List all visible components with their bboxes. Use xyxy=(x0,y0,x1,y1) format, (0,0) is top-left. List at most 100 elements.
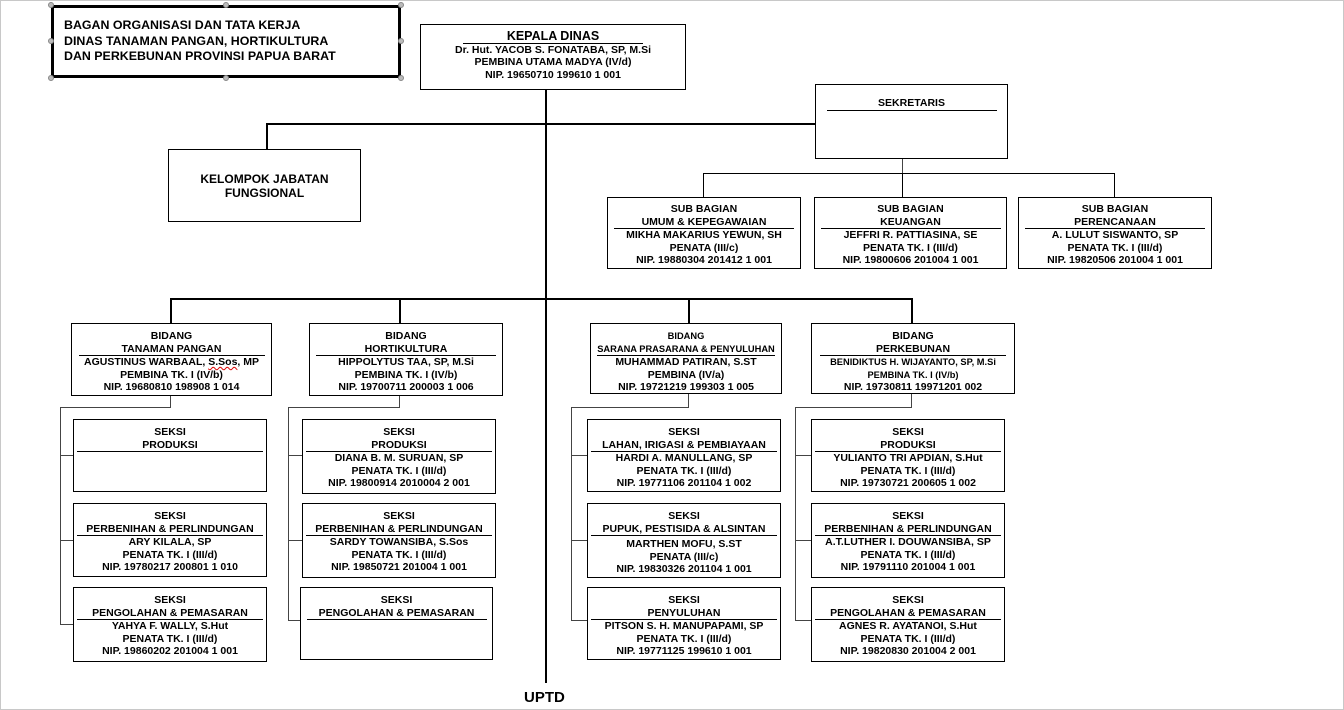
seksi-c1-vertical xyxy=(60,407,61,625)
seksi-unit: PRODUKSI xyxy=(306,439,492,453)
seksi-rank: PENATA TK. I (III/d) xyxy=(636,464,732,477)
seksi-pengolahan-box[interactable]: SEKSI PENGOLAHAN & PEMASARAN AGNES R. AY… xyxy=(811,587,1005,662)
subbagian-rank: PENATA TK. I (III/d) xyxy=(1067,241,1163,254)
seksi-nip: NIP. 19820830 201004 2 001 xyxy=(840,645,976,658)
seksi-label: SEKSI xyxy=(154,426,186,438)
kepala-heading: KEPALA DINAS xyxy=(463,30,643,44)
subbagian-rank: PENATA TK. I (III/d) xyxy=(863,241,958,254)
seksi-pengolahan-box[interactable]: SEKSI PENGOLAHAN & PEMASARAN YAHYA F. WA… xyxy=(73,587,267,662)
seksi-nip: NIP. 19850721 201004 1 001 xyxy=(331,561,467,574)
bidang-name: HIPPOLYTUS TAA, SP, M.Si xyxy=(338,356,474,369)
seksi-c4-top xyxy=(795,407,912,408)
bidang-drop-1 xyxy=(170,298,172,324)
kepala-dinas-box[interactable]: KEPALA DINAS Dr. Hut. YACOB S. FONATABA,… xyxy=(420,24,686,90)
resize-handle[interactable] xyxy=(223,75,229,81)
subbagian-name: A. LULUT SISWANTO, SP xyxy=(1051,229,1179,242)
seksi-perbenihan-box[interactable]: SEKSI PERBENIHAN & PERLINDUNGAN SARDY TO… xyxy=(302,503,496,578)
seksi-pupuk-box[interactable]: SEKSI PUPUK, PESTISIDA & ALSINTAN MARTHE… xyxy=(587,503,781,578)
bidang-tanaman-pangan-box[interactable]: BIDANG TANAMAN PANGAN AGUSTINUS WARBAAL,… xyxy=(71,323,272,396)
resize-handle[interactable] xyxy=(48,38,54,44)
seksi-name: MARTHEN MOFU, S.ST xyxy=(626,538,742,551)
sekretaris-down-line xyxy=(902,158,903,174)
resize-handle[interactable] xyxy=(48,2,54,8)
subbagian-umum-box[interactable]: SUB BAGIAN UMUM & KEPEGAWAIAN MIKHA MAKA… xyxy=(607,197,801,269)
seksi-nip: NIP. 19780217 200801 1 010 xyxy=(102,561,238,574)
seksi-pengolahan-box[interactable]: SEKSI PENGOLAHAN & PEMASARAN xyxy=(300,587,493,660)
resize-handle[interactable] xyxy=(398,75,404,81)
bidang-label: BIDANG xyxy=(385,330,427,342)
subbagian-label: SUB BAGIAN xyxy=(1081,203,1149,215)
chart-title-box[interactable]: BAGAN ORGANISASI DAN TATA KERJA DINAS TA… xyxy=(51,5,401,78)
seksi-c1-tick-3 xyxy=(60,624,73,625)
bidang-hortikultura-box[interactable]: BIDANG HORTIKULTURA HIPPOLYTUS TAA, SP, … xyxy=(309,323,503,396)
bidang-nip: NIP. 19721219 199303 1 005 xyxy=(618,381,754,394)
subbagian-keuangan-box[interactable]: SUB BAGIAN KEUANGAN JEFFRI R. PATTIASINA… xyxy=(814,197,1007,269)
bidang-name-part: AGUSTINUS WARBAAL, xyxy=(83,356,209,369)
bidang-horizontal xyxy=(170,298,913,300)
seksi-unit: LAHAN, IRIGASI & PEMBIAYAAN xyxy=(591,439,777,453)
bidang-drop-4 xyxy=(911,298,913,324)
bidang-unit: TANAMAN PANGAN xyxy=(78,343,265,357)
seksi-c2-tick-2 xyxy=(288,540,302,541)
resize-handle[interactable] xyxy=(398,2,404,8)
resize-handle[interactable] xyxy=(223,2,229,8)
kepala-name: Dr. Hut. YACOB S. FONATABA, SP, M.Si xyxy=(454,43,652,56)
seksi-label: SEKSI xyxy=(892,594,924,606)
seksi-nip: NIP. 19830326 201104 1 001 xyxy=(616,563,752,576)
seksi-produksi-box[interactable]: SEKSI PRODUKSI xyxy=(73,419,267,492)
seksi-unit: PRODUKSI xyxy=(815,439,1001,453)
kelompok-jabatan-box[interactable]: KELOMPOK JABATAN FUNGSIONAL xyxy=(168,149,361,222)
seksi-label: SEKSI xyxy=(154,594,186,606)
bidang-name: BENIDIKTUS H. WIJAYANTO, SP, M.Si xyxy=(830,357,996,368)
seksi-c2-tick-1 xyxy=(288,455,302,456)
bidang-name-part: S.Sos xyxy=(208,356,238,369)
seksi-unit: PUPUK, PESTISIDA & ALSINTAN xyxy=(591,523,777,537)
resize-handle[interactable] xyxy=(398,38,404,44)
bidang-nip: NIP. 19680810 198908 1 014 xyxy=(103,381,240,394)
seksi-penyuluhan-box[interactable]: SEKSI PENYULUHAN PITSON S. H. MANUPAPAMI… xyxy=(587,587,781,660)
seksi-lahan-box[interactable]: SEKSI LAHAN, IRIGASI & PEMBIAYAAN HARDI … xyxy=(587,419,781,492)
bidang-sarana-prasarana-box[interactable]: BIDANG SARANA PRASARANA & PENYULUHAN MUH… xyxy=(590,323,782,394)
subbagian-drop-1 xyxy=(703,173,704,198)
seksi-c4-tick-3 xyxy=(795,620,811,621)
bidang-rank: PEMBINA TK. I (IV/b) xyxy=(120,368,223,381)
subbagian-name: MIKHA MAKARIUS YEWUN, SH xyxy=(626,229,782,242)
subbagian-unit: UMUM & KEPEGAWAIAN xyxy=(614,216,794,230)
seksi-c3-tick-3 xyxy=(571,620,587,621)
seksi-c2-stub xyxy=(399,395,400,408)
seksi-perbenihan-box[interactable]: SEKSI PERBENIHAN & PERLINDUNGAN A.T.LUTH… xyxy=(811,503,1005,578)
uptd-label: UPTD xyxy=(524,689,565,706)
seksi-produksi-box[interactable]: SEKSI PRODUKSI DIANA B. M. SURUAN, SP PE… xyxy=(302,419,496,494)
seksi-c2-tick-3 xyxy=(288,620,300,621)
bidang-perkebunan-box[interactable]: BIDANG PERKEBUNAN BENIDIKTUS H. WIJAYANT… xyxy=(811,323,1015,394)
resize-handle[interactable] xyxy=(48,75,54,81)
title-line-3: DAN PERKEBUNAN PROVINSI PAPUA BARAT xyxy=(64,49,336,63)
seksi-rank: PENATA (III/c) xyxy=(649,550,719,563)
title-line-2: DINAS TANAMAN PANGAN, HORTIKULTURA xyxy=(64,33,329,48)
kelompok-line-2: FUNGSIONAL xyxy=(224,186,305,200)
seksi-c2-top xyxy=(288,407,400,408)
seksi-unit: PERBENIHAN & PERLINDUNGAN xyxy=(77,523,263,537)
seksi-name: ARY KILALA, SP xyxy=(128,536,212,549)
seksi-produksi-box[interactable]: SEKSI PRODUKSI YULIANTO TRI APDIAN, S.Hu… xyxy=(811,419,1005,492)
seksi-c3-vertical xyxy=(571,407,572,621)
kepala-rank: PEMBINA UTAMA MADYA (IV/d) xyxy=(474,56,632,69)
seksi-c3-tick-2 xyxy=(571,540,587,541)
seksi-c4-vertical xyxy=(795,407,796,621)
seksi-c3-stub xyxy=(688,393,689,408)
seksi-c3-top xyxy=(571,407,689,408)
seksi-nip: NIP. 19771106 201104 1 002 xyxy=(616,477,752,490)
seksi-rank: PENATA TK. I (III/d) xyxy=(860,464,956,477)
subbagian-drop-3 xyxy=(1114,173,1115,198)
subbagian-perencanaan-box[interactable]: SUB BAGIAN PERENCANAAN A. LULUT SISWANTO… xyxy=(1018,197,1212,269)
seksi-perbenihan-box[interactable]: SEKSI PERBENIHAN & PERLINDUNGAN ARY KILA… xyxy=(73,503,267,577)
sekretaris-box[interactable]: SEKRETARIS xyxy=(815,84,1008,159)
sekretaris-heading: SEKRETARIS xyxy=(826,97,997,111)
seksi-label: SEKSI xyxy=(892,426,924,438)
seksi-name: DIANA B. M. SURUAN, SP xyxy=(334,452,464,465)
subbagian-drop-2 xyxy=(902,173,903,198)
bidang-unit: PERKEBUNAN xyxy=(820,343,1006,357)
seksi-nip: NIP. 19791110 201004 1 001 xyxy=(840,561,976,574)
seksi-label: SEKSI xyxy=(383,510,415,522)
bidang-label: BIDANG xyxy=(892,330,934,342)
